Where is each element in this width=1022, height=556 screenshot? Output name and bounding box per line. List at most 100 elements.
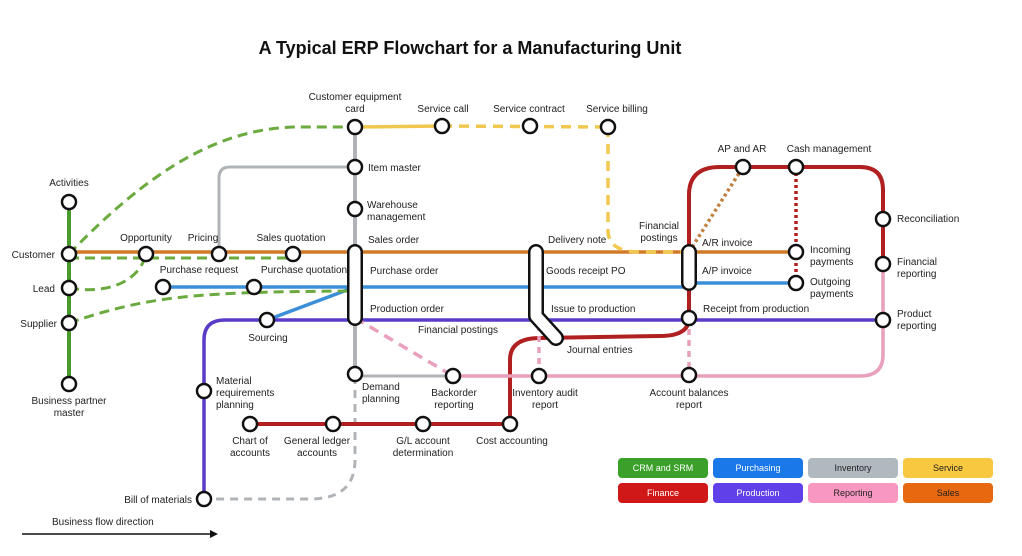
- label-cash-management: Cash management: [787, 144, 872, 155]
- label-supplier: Supplier: [20, 319, 57, 330]
- station-purchase-request[interactable]: [154, 278, 172, 296]
- reporting-dashed-backorder: [354, 316, 454, 378]
- label-sourcing: Sourcing: [248, 333, 287, 344]
- station-gl-determination[interactable]: [414, 415, 432, 433]
- legend-item-inventory: Inventory: [808, 458, 898, 478]
- station-receipt-from-production[interactable]: [680, 309, 698, 327]
- label-customer: Customer: [12, 250, 56, 261]
- diagram-title: A Typical ERP Flowchart for a Manufactur…: [258, 38, 682, 58]
- station-warehouse-mgmt[interactable]: [346, 200, 364, 218]
- station-service-contract[interactable]: [521, 117, 539, 135]
- station-bp-master[interactable]: [60, 375, 78, 393]
- label-sales-order: Sales order: [368, 235, 420, 246]
- production-line-bom: [202, 318, 269, 501]
- station-customer[interactable]: [60, 245, 78, 263]
- station-service-call[interactable]: [433, 117, 451, 135]
- station-activities[interactable]: [60, 193, 78, 211]
- legend-item-purchasing: Purchasing: [713, 458, 803, 478]
- label-financial-postings-1: Financial postings: [418, 325, 498, 336]
- reporting-line: [451, 262, 885, 378]
- route-lines: [67, 124, 885, 501]
- label-receipt-from-production: Receipt from production: [703, 304, 809, 315]
- crm-dashed-opportunity: [68, 253, 148, 292]
- station-inventory-audit[interactable]: [530, 367, 548, 385]
- ap-ar-dotted-line: [687, 166, 745, 253]
- label-sales-quotation: Sales quotation: [257, 233, 326, 244]
- legend-item-finance: Finance: [618, 483, 708, 503]
- station-financial-reporting[interactable]: [874, 255, 892, 273]
- label-pricing: Pricing: [188, 233, 219, 244]
- legend-item-reporting: Reporting: [808, 483, 898, 503]
- station-gl-accounts[interactable]: [324, 415, 342, 433]
- legend-item-crm-and-srm: CRM and SRM: [618, 458, 708, 478]
- station-reconciliation[interactable]: [874, 210, 892, 228]
- station-purchase-quotation[interactable]: [245, 278, 263, 296]
- station-supplier[interactable]: [60, 314, 78, 332]
- label-journal-entries: Journal entries: [567, 345, 633, 356]
- station-opportunity[interactable]: [137, 245, 155, 263]
- interchange-delivery-journal-fill: [530, 246, 562, 344]
- label-service-contract: Service contract: [493, 104, 565, 115]
- station-ap-and-ar[interactable]: [734, 158, 752, 176]
- station-sourcing[interactable]: [258, 311, 276, 329]
- station-backorder-reporting[interactable]: [444, 367, 462, 385]
- label-cost-accounting: Cost accounting: [476, 436, 548, 447]
- station-account-balances[interactable]: [680, 366, 698, 384]
- label-lead: Lead: [33, 284, 55, 295]
- legend-item-production: Production: [713, 483, 803, 503]
- label-bom: Bill of materials: [124, 495, 192, 506]
- label-production-order: Production order: [370, 304, 445, 315]
- label-service-billing: Service billing: [586, 104, 648, 115]
- label-item-master: Item master: [368, 163, 421, 174]
- label-activities: Activities: [49, 178, 88, 189]
- label-goods-receipt-po: Goods receipt PO: [546, 266, 626, 277]
- station-customer-equipment-card[interactable]: [346, 118, 364, 136]
- station-pricing[interactable]: [210, 245, 228, 263]
- legend-item-service: Service: [903, 458, 993, 478]
- station-service-billing[interactable]: [599, 118, 617, 136]
- label-reconciliation: Reconciliation: [897, 214, 959, 225]
- label-purchase-request: Purchase request: [160, 265, 239, 276]
- station-demand-planning[interactable]: [346, 365, 364, 383]
- station-incoming-payments[interactable]: [787, 243, 805, 261]
- flow-direction-arrow: [22, 530, 218, 538]
- inventory-line-bom-dashed: [204, 376, 357, 501]
- legend-item-sales: Sales: [903, 483, 993, 503]
- label-ar-invoice: A/R invoice: [702, 238, 753, 249]
- label-issue-to-production: Issue to production: [551, 304, 636, 315]
- station-mrp[interactable]: [195, 382, 213, 400]
- label-purchase-order: Purchase order: [370, 266, 439, 277]
- station-sales-quotation[interactable]: [284, 245, 302, 263]
- station-product-reporting[interactable]: [874, 311, 892, 329]
- label-delivery-note: Delivery note: [548, 235, 607, 246]
- station-cost-accounting[interactable]: [501, 415, 519, 433]
- label-ap-invoice: A/P invoice: [702, 266, 752, 277]
- service-line-solid: [353, 124, 444, 129]
- service-line-billing: [606, 127, 689, 254]
- service-line-dashed: [441, 124, 609, 129]
- stations: [60, 117, 892, 508]
- station-bom[interactable]: [195, 490, 213, 508]
- station-cash-management[interactable]: [787, 158, 805, 176]
- label-purchase-quotation: Purchase quotation: [261, 265, 347, 276]
- inventory-line-pricing: [217, 165, 357, 256]
- station-chart-of-accounts[interactable]: [241, 415, 259, 433]
- station-lead[interactable]: [60, 279, 78, 297]
- station-outgoing-payments[interactable]: [787, 274, 805, 292]
- station-item-master[interactable]: [346, 158, 364, 176]
